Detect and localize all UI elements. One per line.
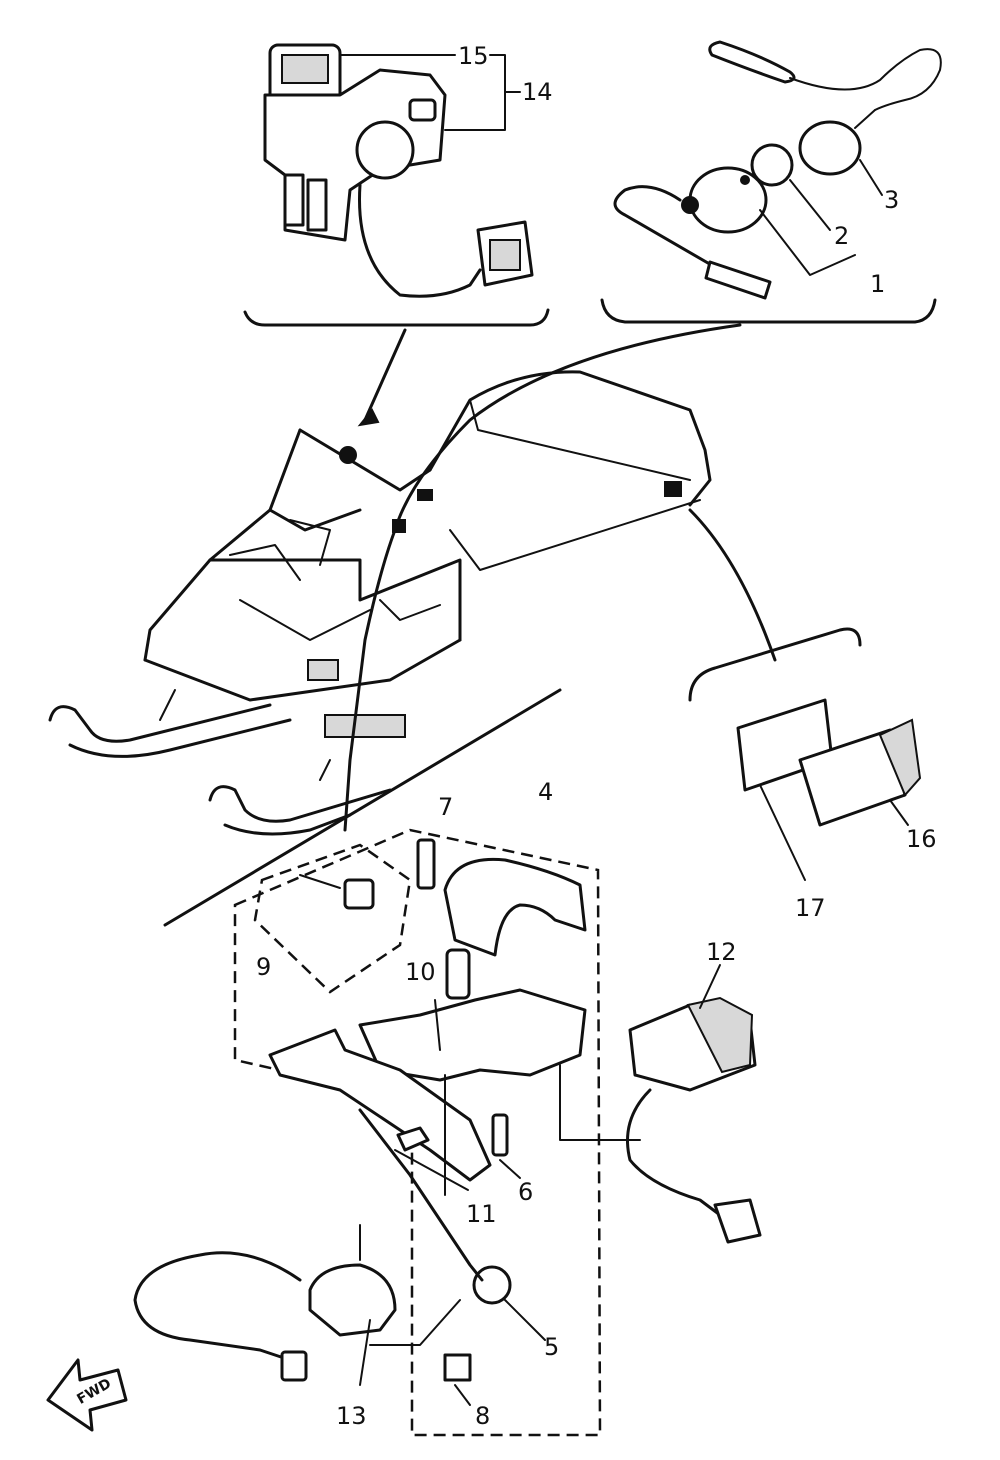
- callout-1: 1: [870, 270, 885, 298]
- callout-12: 12: [706, 938, 737, 966]
- reference-leaders: [163, 323, 777, 927]
- callout-16: 16: [906, 825, 937, 853]
- main-switch-assembly: [600, 40, 942, 324]
- callout-5: 5: [544, 1333, 559, 1361]
- decal-reflector-assembly: [688, 627, 922, 881]
- callout-15: 15: [458, 42, 489, 70]
- callout-14: 14: [522, 78, 553, 106]
- callout-4: 4: [538, 778, 553, 806]
- snowmobile-body: [48, 370, 712, 836]
- callout-7: 7: [438, 793, 453, 821]
- callout-10: 10: [405, 958, 436, 986]
- fwd-direction-marker: [46, 1358, 128, 1432]
- brake-lever-assembly: [133, 828, 602, 1437]
- handlebar-switch-assembly: [243, 43, 550, 327]
- callout-6: 6: [518, 1178, 533, 1206]
- switch-unit-assembly: [559, 964, 762, 1244]
- callout-17: 17: [795, 894, 826, 922]
- callout-3: 3: [884, 186, 899, 214]
- callout-9: 9: [256, 953, 271, 981]
- callout-11: 11: [466, 1200, 497, 1228]
- callout-8: 8: [475, 1402, 490, 1430]
- callout-13: 13: [336, 1402, 367, 1430]
- callout-2: 2: [834, 222, 849, 250]
